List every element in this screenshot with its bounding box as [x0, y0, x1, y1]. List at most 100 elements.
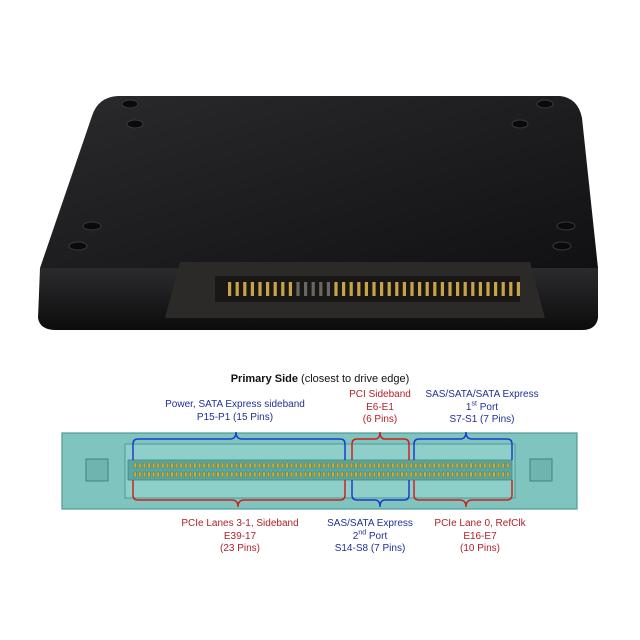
pin	[267, 462, 270, 469]
pin	[483, 462, 487, 469]
pin	[410, 282, 414, 296]
pin	[460, 471, 464, 478]
pin	[258, 282, 262, 296]
label-line: (10 Pins)	[459, 543, 500, 554]
pin	[380, 282, 384, 296]
label-line: PCI Sideband	[349, 389, 411, 400]
pin	[239, 471, 243, 478]
pin	[319, 282, 323, 296]
pin	[474, 462, 477, 469]
label-line: S14-S8 (7 Pins)	[334, 543, 406, 554]
pin	[156, 471, 160, 478]
pin	[327, 471, 330, 478]
pin	[288, 282, 292, 296]
pin	[326, 282, 330, 296]
left-latch	[85, 458, 109, 482]
pin	[396, 471, 399, 478]
label-line: PCIe Lane 0, RefClk	[434, 518, 526, 529]
pin	[409, 462, 413, 469]
label-sup: st	[471, 400, 477, 408]
label-port: Port	[366, 530, 388, 542]
pin	[267, 471, 270, 478]
pin	[281, 462, 284, 469]
pin	[207, 462, 211, 469]
pin	[207, 471, 211, 478]
pin	[451, 471, 454, 478]
pin	[193, 462, 197, 469]
pin	[327, 462, 330, 469]
pin	[402, 282, 406, 296]
label-line: (23 Pins)	[219, 543, 260, 554]
pin	[317, 462, 321, 469]
pin	[425, 282, 429, 296]
pin	[248, 462, 252, 469]
pin	[175, 471, 178, 478]
pin	[488, 471, 491, 478]
pin	[354, 462, 358, 469]
label-port: Port	[476, 401, 499, 413]
pin	[230, 462, 234, 469]
pin	[501, 462, 505, 469]
label-line: E6-E1	[366, 401, 394, 413]
pin	[322, 462, 326, 469]
pin	[497, 462, 500, 469]
label-pcie-lanes-3-1: PCIe Lanes 3-1, Sideband E39-17 (23 Pins…	[160, 518, 320, 556]
label-line: PCIe Lanes 3-1, Sideband	[181, 518, 299, 529]
pin	[221, 462, 224, 469]
bracket-port2	[351, 480, 410, 508]
pin	[230, 471, 234, 478]
bracket-pcie-lanes-3-1	[132, 480, 346, 508]
pin	[304, 282, 308, 296]
pin	[478, 462, 482, 469]
pin	[418, 282, 422, 296]
pin	[193, 471, 197, 478]
label-num: 2	[352, 530, 359, 542]
pin	[363, 471, 367, 478]
pin	[349, 282, 353, 296]
pin	[456, 282, 460, 296]
pin	[225, 471, 229, 478]
pin	[492, 471, 496, 478]
pin	[377, 462, 381, 469]
label-line: SAS/SATA Express	[327, 518, 413, 529]
screw-hole-icon	[126, 119, 144, 129]
pin	[235, 282, 239, 296]
pin	[377, 471, 381, 478]
pin	[152, 471, 155, 478]
pin	[290, 462, 293, 469]
pin	[492, 462, 496, 469]
pin	[253, 471, 257, 478]
pin	[198, 471, 201, 478]
pin	[478, 282, 482, 296]
pin	[359, 462, 362, 469]
bracket-port1	[413, 431, 513, 460]
pin	[345, 462, 349, 469]
pin	[382, 462, 385, 469]
pin	[133, 471, 137, 478]
pin	[290, 471, 293, 478]
pin	[448, 282, 452, 296]
pin	[455, 471, 459, 478]
pin	[296, 282, 300, 296]
pin	[419, 462, 422, 469]
pin	[357, 282, 361, 296]
pin	[258, 462, 261, 469]
pin	[202, 471, 206, 478]
pin	[299, 462, 303, 469]
pin	[488, 462, 491, 469]
pin	[184, 462, 188, 469]
pin	[469, 471, 473, 478]
pin	[304, 462, 307, 469]
pin	[239, 462, 243, 469]
label-line: (6 Pins)	[362, 414, 398, 425]
pin	[414, 471, 418, 478]
pin	[276, 462, 280, 469]
pin	[334, 282, 338, 296]
pin	[442, 471, 445, 478]
pin	[189, 462, 192, 469]
pin	[428, 471, 431, 478]
pin	[253, 462, 257, 469]
pin	[276, 471, 280, 478]
pin	[506, 471, 510, 478]
pin	[170, 471, 174, 478]
